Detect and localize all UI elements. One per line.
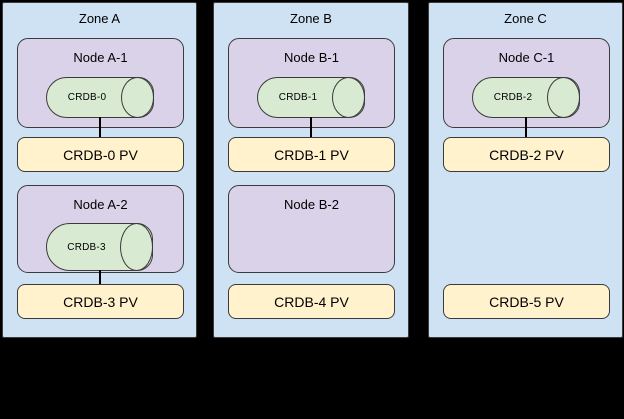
crdb-5-pv-label: CRDB-5 PV (489, 293, 564, 310)
node-a1-label: Node A-1 (73, 50, 128, 65)
cylinder-face (121, 77, 154, 118)
crdb-0-pv-label: CRDB-0 PV (63, 146, 138, 163)
cylinder-face (332, 77, 365, 118)
node-a1: Node A-1 CRDB-0 (17, 38, 184, 128)
zone-b-label: Zone B (290, 11, 332, 26)
crdb-0-label: CRDB-0 (67, 92, 107, 103)
crdb-3-label: CRDB-3 (67, 241, 106, 253)
cylinder-face (120, 223, 153, 271)
cylinder-face (547, 77, 580, 118)
crdb-0-pv-box: CRDB-0 PV (17, 137, 184, 172)
zone-b: Zone B Node B-1 CRDB-1 CRDB-1 PV Node B-… (213, 2, 409, 338)
zone-c-label: Zone C (504, 11, 547, 26)
connector-a2-pv (99, 270, 101, 284)
node-b1-label: Node B-1 (284, 50, 339, 65)
crdb-3-pv-label: CRDB-3 PV (63, 293, 138, 310)
crdb-0-database-cylinder: CRDB-0 (46, 77, 154, 118)
node-b1: Node B-1 CRDB-1 (228, 38, 395, 128)
node-c1-label: Node C-1 (498, 50, 555, 65)
node-a2: Node A-2 CRDB-3 (17, 185, 184, 273)
crdb-4-pv-label: CRDB-4 PV (274, 293, 349, 310)
crdb-5-pv-box: CRDB-5 PV (443, 284, 610, 319)
node-c1: Node C-1 CRDB-2 (443, 38, 610, 128)
connector-b1-pv (310, 117, 312, 137)
crdb-4-pv-box: CRDB-4 PV (228, 284, 395, 319)
crdb-3-database-cylinder: CRDB-3 (46, 223, 153, 271)
crdb-1-pv-box: CRDB-1 PV (228, 137, 395, 172)
crdb-2-pv-label: CRDB-2 PV (489, 146, 564, 163)
crdb-2-label: CRDB-2 (493, 92, 533, 103)
node-b2-label: Node B-2 (284, 197, 339, 212)
connector-a1-pv (99, 117, 101, 137)
connector-c1-pv (525, 117, 527, 137)
crdb-1-label: CRDB-1 (278, 92, 318, 103)
zone-c: Zone C Node C-1 CRDB-2 CRDB-2 PV CRDB-5 … (428, 2, 623, 338)
crdb-2-pv-box: CRDB-2 PV (443, 137, 610, 172)
zone-a-label: Zone A (78, 11, 121, 26)
crdb-1-database-cylinder: CRDB-1 (257, 77, 365, 118)
crdb-1-pv-label: CRDB-1 PV (274, 146, 349, 163)
zone-a: Zone A Node A-1 CRDB-0 CRDB-0 PV Node A-… (2, 2, 197, 338)
node-b2: Node B-2 (228, 185, 395, 273)
crdb-2-database-cylinder: CRDB-2 (472, 77, 580, 118)
node-a2-label: Node A-2 (73, 197, 128, 212)
crdb-3-pv-box: CRDB-3 PV (17, 284, 184, 319)
